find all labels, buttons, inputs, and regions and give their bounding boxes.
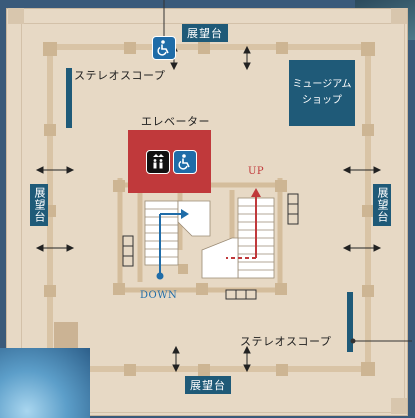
museum-shop-label-line2: ショップ [302, 95, 342, 106]
staircase-left [144, 200, 179, 266]
elevator-block [128, 130, 211, 193]
museum-shop-label-line1: ミュージアム [292, 79, 352, 90]
observation-deck-top-label: 展望台 [182, 24, 228, 42]
down-route [156, 209, 189, 280]
observation-deck-right-label: 展望台 [373, 184, 391, 226]
elevator-label: エレベーター [141, 115, 210, 128]
down-label: DOWN [140, 290, 178, 301]
observation-deck-left-label: 展望台 [30, 184, 48, 226]
sea-background [0, 348, 90, 418]
elevator-icon [146, 150, 170, 174]
up-label: UP [248, 166, 265, 177]
museum-shop: ミュージアム ショップ [289, 60, 355, 126]
wheelchair-icon [152, 36, 176, 60]
up-route [226, 188, 261, 259]
benches [122, 193, 299, 300]
stereoscope-bottom-label: ステレオスコープ [240, 335, 332, 348]
stereoscope-top-label: ステレオスコープ [74, 69, 166, 82]
observation-deck-bottom-label: 展望台 [185, 376, 231, 394]
stereoscope-bar-bottom [347, 292, 353, 352]
wheelchair-icon-elevator [173, 150, 197, 174]
stereoscope-bar-top [66, 68, 72, 128]
